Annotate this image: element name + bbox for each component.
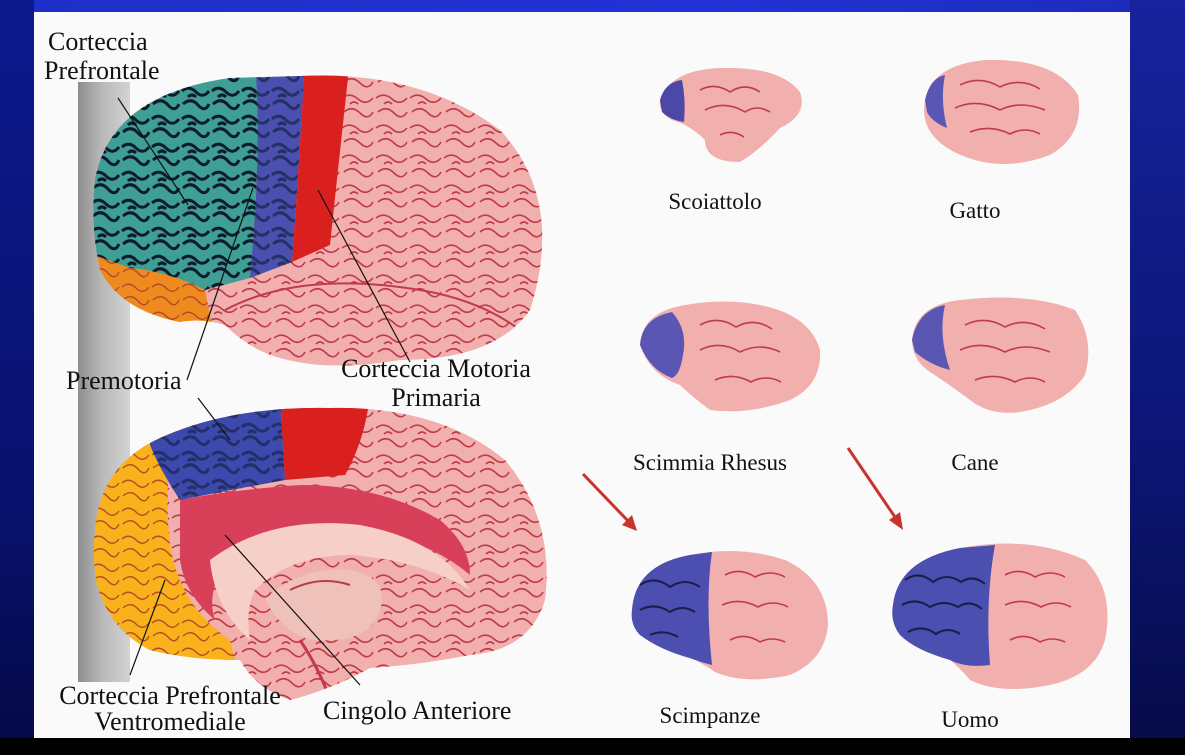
label-primary-motor-line1: Corteccia Motoria xyxy=(318,355,554,383)
human-brain-lateral xyxy=(80,60,580,380)
species-brain-uomo xyxy=(892,544,1107,689)
species-label-scimpanze: Scimpanze xyxy=(635,703,785,729)
label-primary-motor-line2: Primaria xyxy=(318,384,554,412)
label-prefrontal-line2: Prefrontale xyxy=(44,57,160,85)
label-premotor: Premotoria xyxy=(66,367,182,395)
species-label-cane: Cane xyxy=(920,450,1030,476)
red-arrow-left xyxy=(583,474,637,531)
red-arrow-right xyxy=(848,448,903,530)
species-brain-scoiattolo xyxy=(660,68,802,162)
human-brain-medial xyxy=(80,395,570,715)
label-prefrontal-line1: Corteccia xyxy=(48,28,148,56)
species-brain-scimpanze xyxy=(632,551,828,679)
species-label-scoiattolo: Scoiattolo xyxy=(650,189,780,215)
species-brain-gatto xyxy=(924,60,1079,164)
species-label-gatto: Gatto xyxy=(920,198,1030,224)
label-ventromedial-line1: Corteccia Prefrontale xyxy=(40,682,300,710)
species-brain-scimmia-rhesus xyxy=(640,302,820,412)
species-label-uomo: Uomo xyxy=(915,707,1025,733)
label-anterior-cingulate: Cingolo Anteriore xyxy=(323,697,511,725)
species-brain-cane xyxy=(912,298,1088,413)
species-label-scimmia-rhesus: Scimmia Rhesus xyxy=(605,450,815,476)
label-ventromedial-line2: Ventromediale xyxy=(40,708,300,736)
